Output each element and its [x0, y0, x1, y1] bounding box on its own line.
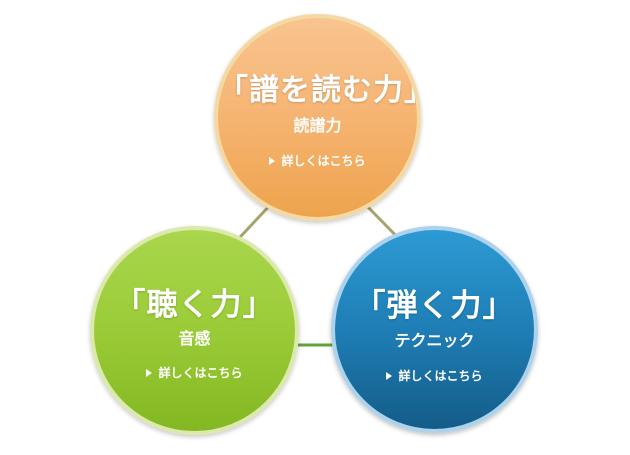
triangle-right-icon [269, 157, 276, 165]
listening-details-link[interactable]: 詳しくはこちら [94, 367, 295, 379]
triangle-right-icon [386, 372, 393, 380]
sight-reading-details-link[interactable]: 詳しくはこちら [218, 155, 417, 167]
listening-circle[interactable]: 「聴く力」 音感 詳しくはこちら [90, 226, 299, 435]
playing-title: 「弾く力」 [354, 288, 515, 324]
listening-subtitle: 音感 [178, 329, 211, 348]
sight-reading-link-label: 詳しくはこちら [281, 154, 366, 168]
listening-link-label: 詳しくはこちら [158, 366, 243, 380]
sight-reading-title: 「譜を読む力」 [218, 73, 421, 108]
playing-subtitle: テクニック [394, 331, 475, 350]
triangle-right-icon [146, 369, 153, 377]
playing-link-label: 詳しくはこちら [398, 369, 483, 383]
sight-reading-circle[interactable]: 「譜を読む力」 読譜力 詳しくはこちら [214, 14, 421, 221]
playing-details-link[interactable]: 詳しくはこちら [335, 370, 534, 382]
sight-reading-subtitle: 読譜力 [293, 116, 342, 135]
listening-title: 「聴く力」 [114, 287, 275, 323]
playing-circle[interactable]: 「弾く力」 テクニック 詳しくはこちら [331, 226, 538, 433]
